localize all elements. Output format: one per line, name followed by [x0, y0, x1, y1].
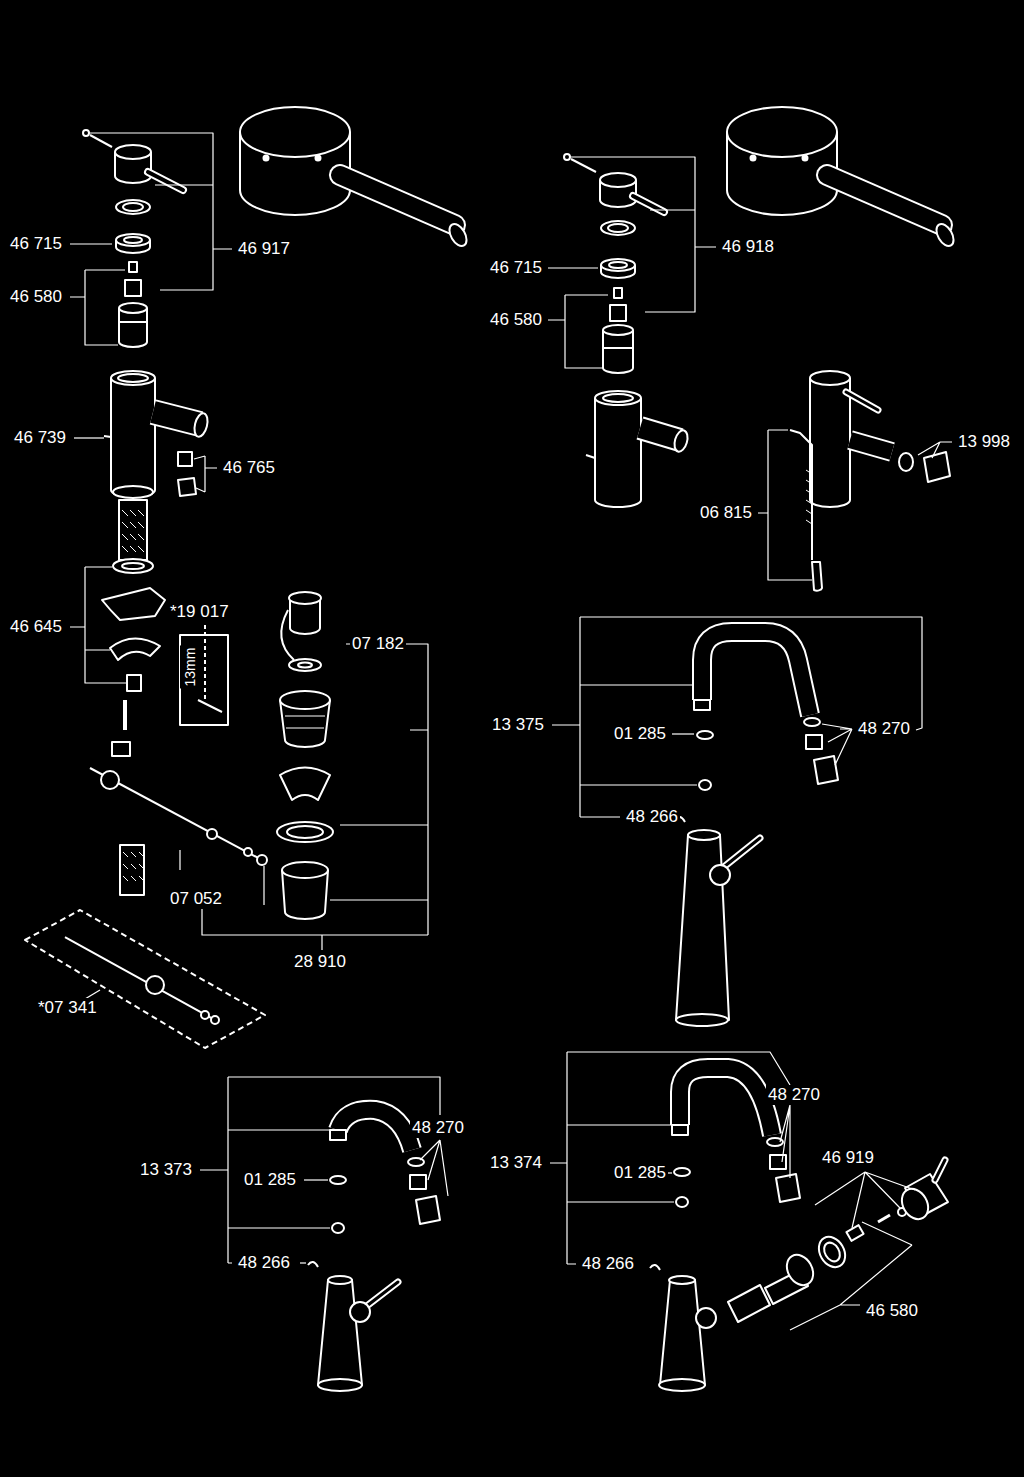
- callout-number: 46 739: [12, 428, 68, 448]
- callout-number: 28 910: [292, 952, 348, 972]
- callout-number: 48 266: [624, 807, 680, 827]
- callout-number: 46 580: [488, 310, 544, 330]
- spout-13375: [675, 632, 838, 1026]
- callout-number: 13 375: [490, 715, 546, 735]
- callout-number: 13 373: [138, 1160, 194, 1180]
- spout-13374: [650, 1068, 948, 1391]
- callout-number: 07 182: [350, 634, 406, 654]
- basin-mixer-parts: [25, 130, 267, 1048]
- callout-number: 46 715: [8, 234, 64, 254]
- callout-number: 01 285: [612, 1163, 668, 1183]
- handle-detail: [240, 107, 470, 249]
- callout-number: 46 580: [8, 287, 64, 307]
- leader-lines: [70, 133, 952, 1330]
- callout-number: 46 917: [236, 239, 292, 259]
- bidet-mixer: [790, 371, 950, 591]
- callout-number: *19 017: [168, 602, 231, 622]
- mixer-parts: [564, 154, 690, 507]
- callout-number: 48 266: [236, 1253, 292, 1273]
- callout-number: 46 715: [488, 258, 544, 278]
- callout-number: 48 270: [766, 1085, 822, 1105]
- callout-number: 13 374: [488, 1153, 544, 1173]
- callout-number: 48 270: [856, 719, 912, 739]
- callout-number: 46 918: [720, 237, 776, 257]
- spout-13373: [308, 1110, 440, 1391]
- callout-number: 46 645: [8, 617, 64, 637]
- dimension: 13mm: [180, 646, 200, 689]
- callout-number: 06 815: [698, 503, 754, 523]
- callout-number: 46 580: [864, 1301, 920, 1321]
- callout-number: 46 919: [820, 1148, 876, 1168]
- callout-number: *07 341: [36, 998, 99, 1018]
- callout-number: 01 285: [612, 724, 668, 744]
- callout-number: 01 285: [242, 1170, 298, 1190]
- handle-detail: [727, 107, 957, 249]
- callout-number: 48 270: [410, 1118, 466, 1138]
- callout-number: 07 052: [168, 889, 224, 909]
- pop-up-waste: [277, 592, 333, 919]
- callout-number: 46 765: [221, 458, 277, 478]
- callout-number: 13 998: [956, 432, 1012, 452]
- callout-number: 48 266: [580, 1254, 636, 1274]
